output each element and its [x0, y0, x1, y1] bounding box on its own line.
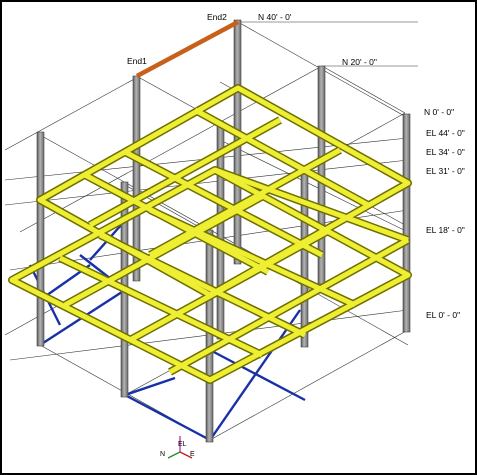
compass-triad [167, 436, 193, 459]
label-el44: EL 44' - 0" [426, 128, 465, 138]
beam-frames[interactable] [8, 84, 412, 384]
label-el31: EL 31' - 0" [426, 166, 465, 176]
label-end1: End1 [127, 56, 147, 66]
compass-el-label: EL [178, 441, 187, 448]
label-grid-n40: N 40' - 0' [258, 12, 292, 22]
label-grid-n0: N 0' - 0" [424, 107, 454, 117]
label-el18: EL 18' - 0" [426, 225, 465, 235]
highlighted-beam[interactable] [135, 20, 240, 78]
compass-east-label: E [190, 451, 195, 458]
label-el34: EL 34' - 0" [426, 147, 465, 157]
label-end2: End2 [207, 12, 227, 22]
columns[interactable] [36, 19, 411, 443]
compass-north-label: N [160, 451, 165, 458]
label-grid-n20: N 20' - 0" [342, 57, 377, 67]
label-el0: EL 0' - 0" [426, 310, 460, 320]
